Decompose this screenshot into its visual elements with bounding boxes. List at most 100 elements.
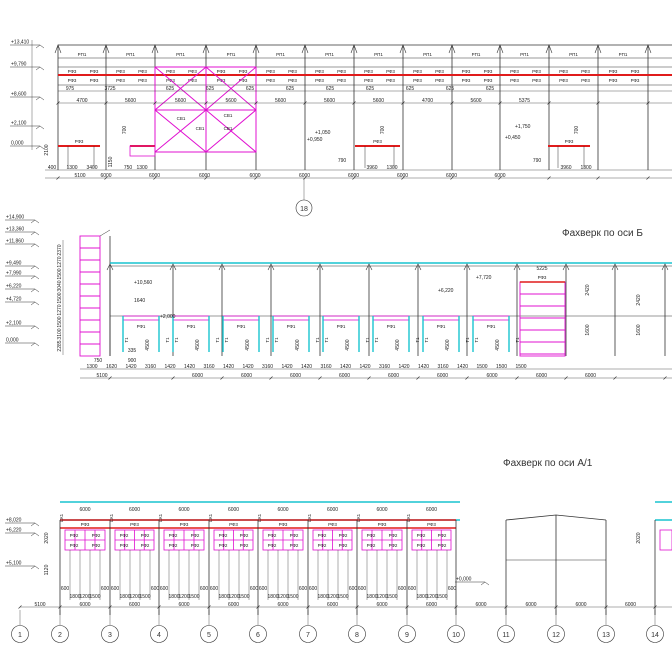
dim-text: 3960 <box>366 165 377 171</box>
dim-text: 700 <box>574 126 580 135</box>
dim-tick <box>352 101 356 105</box>
dim-text: 600 <box>111 586 120 592</box>
level-arrow <box>30 301 40 306</box>
rf2-label: РФ2 <box>120 533 129 538</box>
dim-text: 600 <box>358 586 367 592</box>
dim-text: 3160 <box>437 364 448 370</box>
rf3-label: РФ3 <box>188 78 197 83</box>
dim-text: 1420 <box>125 364 136 370</box>
rf1-frame <box>272 315 310 321</box>
dim-tick <box>564 376 568 380</box>
dim-text: 1640 <box>134 298 145 304</box>
dim-text: 5225 <box>536 266 547 272</box>
axis-circle <box>150 625 168 643</box>
dim-text: 1300 <box>66 165 77 171</box>
rf1-label: РФ1 <box>237 324 246 329</box>
dim-text: 625 <box>246 86 255 92</box>
rf3-label: РФ3 <box>532 69 541 74</box>
sv1-label: СВ1 <box>177 116 186 121</box>
dim-tick <box>56 101 60 105</box>
level-arrow <box>30 275 40 280</box>
dim-text: 5100 <box>96 373 107 379</box>
dim-text: 625 <box>286 86 295 92</box>
axis-number: 10 <box>452 632 460 639</box>
dim-text: 1500 <box>238 594 249 600</box>
level-label: +9,790 <box>11 62 27 68</box>
dim-text: 1500 <box>337 594 348 600</box>
rf3-label: РФ3 <box>559 78 568 83</box>
rf2-label: РФ2 <box>389 543 398 548</box>
axis-circle <box>447 625 465 643</box>
dim-text: 3160 <box>262 364 273 370</box>
brace-diag <box>205 109 257 153</box>
t1-label: Т1 <box>315 337 320 343</box>
level-arrow <box>480 581 490 586</box>
dim-tick <box>18 605 22 609</box>
level-arrow <box>35 66 45 71</box>
dim-text: 6000 <box>277 507 288 513</box>
rf3-label: РФ3 <box>81 522 90 527</box>
rf2-label: РФ2 <box>290 543 299 548</box>
dim-text: 1500 <box>386 594 397 600</box>
rf2-label: РФ2 <box>219 533 228 538</box>
dim-text: 700 <box>122 126 128 135</box>
rp-label: РП1 <box>569 52 578 57</box>
rf3-label: РФ3 <box>337 78 346 83</box>
dim-text: 2370 <box>57 244 63 255</box>
dim-text: 1300 <box>386 165 397 171</box>
dim-text: 4500 <box>445 339 451 350</box>
dim-text: 6000 <box>178 602 189 608</box>
dim-text: 6000 <box>129 602 140 608</box>
dim-text: 6000 <box>397 173 408 179</box>
level-arrow <box>30 265 40 270</box>
dim-text: 5100 <box>74 173 85 179</box>
rf3-label: РФ3 <box>116 69 125 74</box>
rf2-frame <box>659 529 672 551</box>
rf3-label: РФ3 <box>631 78 640 83</box>
dim-tick <box>454 605 458 609</box>
rf1-frame <box>472 315 510 321</box>
dim-tick <box>58 605 62 609</box>
dim-text: 1800 <box>218 594 229 600</box>
rf2-label: РФ2 <box>70 543 79 548</box>
dim-text: 750 <box>94 358 103 364</box>
axis-number: 4 <box>157 632 161 639</box>
dim-text: 6000 <box>129 507 140 513</box>
rf2-label: РФ2 <box>318 543 327 548</box>
dim-tick <box>352 176 356 180</box>
dim-text: 4500 <box>245 339 251 350</box>
level-label: +6,220 <box>6 528 22 534</box>
dim-tick <box>306 605 310 609</box>
dim-text: 5600 <box>275 98 286 104</box>
rp-label: РП1 <box>374 52 383 57</box>
column-head <box>106 263 114 271</box>
dim-tick <box>498 101 502 105</box>
dim-text: 600 <box>349 586 358 592</box>
mark-label: +1,750 <box>515 124 531 130</box>
dim-text: 600 <box>299 586 308 592</box>
rp-label: РП1 <box>325 52 334 57</box>
mark-label: +0,450 <box>505 135 521 141</box>
t1-label: Т1 <box>374 337 379 343</box>
dim-tick <box>220 376 224 380</box>
dim-text: 1420 <box>184 364 195 370</box>
column-head <box>169 263 177 271</box>
rf2-label: РФ2 <box>290 533 299 538</box>
dim-text: 1200 <box>327 594 338 600</box>
dim-text: 6000 <box>437 373 448 379</box>
rf3-label: РФ3 <box>138 69 147 74</box>
dim-text: 3160 <box>203 364 214 370</box>
t1-label: Т1 <box>174 337 179 343</box>
sv1-label: СВ1 <box>224 126 233 131</box>
dim-tick <box>355 605 359 609</box>
dim-text: 6000 <box>525 602 536 608</box>
dim-text: 6000 <box>348 173 359 179</box>
level-label: +4,720 <box>6 297 22 303</box>
level-arrow <box>30 522 40 527</box>
dim-text: 6000 <box>376 602 387 608</box>
dim-text: 4500 <box>295 339 301 350</box>
dim-tick <box>104 176 108 180</box>
dim-text: 6000 <box>327 507 338 513</box>
dim-text: 600 <box>160 586 169 592</box>
